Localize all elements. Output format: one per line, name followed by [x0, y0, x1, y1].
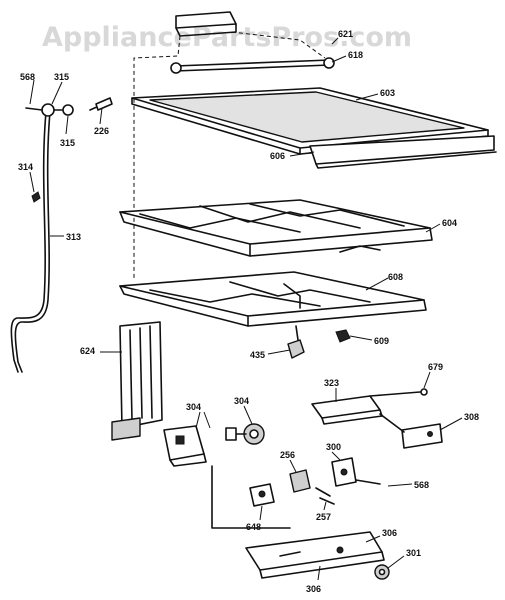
part-648: [249, 483, 275, 507]
label-314: 314: [18, 162, 33, 172]
switch-256-part: [289, 469, 311, 493]
label-315-a: 315: [54, 72, 69, 82]
tray-604-part: [119, 199, 433, 257]
label-606: 606: [270, 151, 285, 161]
label-624: 624: [80, 346, 95, 356]
label-568-top: 568: [20, 72, 35, 82]
capillary-tube-part: [10, 97, 113, 373]
glass-shelf-part: [131, 87, 489, 155]
label-315-b: 315: [60, 138, 75, 148]
thermostat-300-part: [331, 457, 381, 487]
label-313: 313: [66, 232, 81, 242]
label-568-bottom: 568: [414, 480, 429, 490]
label-304-a: 304: [186, 402, 201, 412]
knob-435-part: [287, 325, 305, 359]
bracket-323-part: [311, 388, 428, 425]
light-rod-part: [170, 57, 335, 74]
label-300: 300: [326, 442, 341, 452]
clip-609-part: [335, 329, 351, 343]
bracket-308-part: [379, 413, 443, 449]
label-603: 603: [380, 88, 395, 98]
cover-leader: [133, 35, 181, 280]
control-knob-part: [225, 423, 265, 445]
label-648: 648: [246, 522, 261, 532]
label-604: 604: [442, 218, 457, 228]
label-226: 226: [94, 126, 109, 136]
label-679: 679: [428, 362, 443, 372]
label-308: 308: [464, 412, 479, 422]
base-bracket-306-part: [245, 531, 385, 579]
screw-257-part: [315, 487, 335, 505]
label-608: 608: [388, 272, 403, 282]
nut-301-part: [374, 564, 390, 580]
light-cover-part: [175, 11, 237, 37]
watermark-text: AppliancePartsPros.com: [42, 22, 412, 53]
label-323: 323: [324, 378, 339, 388]
label-435: 435: [250, 350, 265, 360]
label-306-a: 306: [382, 528, 397, 538]
label-304-b: 304: [234, 396, 249, 406]
shelf-trim-part: [309, 135, 497, 169]
tray-608-part: [119, 271, 427, 327]
label-301: 301: [406, 548, 421, 558]
label-257: 257: [316, 512, 331, 522]
label-618: 618: [348, 50, 363, 60]
label-leaders: [29, 37, 463, 581]
label-609: 609: [374, 336, 389, 346]
control-housing-part: [163, 425, 207, 467]
label-306-b: 306: [306, 584, 321, 594]
right-leader: [231, 31, 326, 59]
bracket-624-part: [111, 321, 163, 441]
label-256: 256: [280, 450, 295, 460]
bottom-leader: [211, 465, 291, 529]
label-621: 621: [338, 29, 353, 39]
